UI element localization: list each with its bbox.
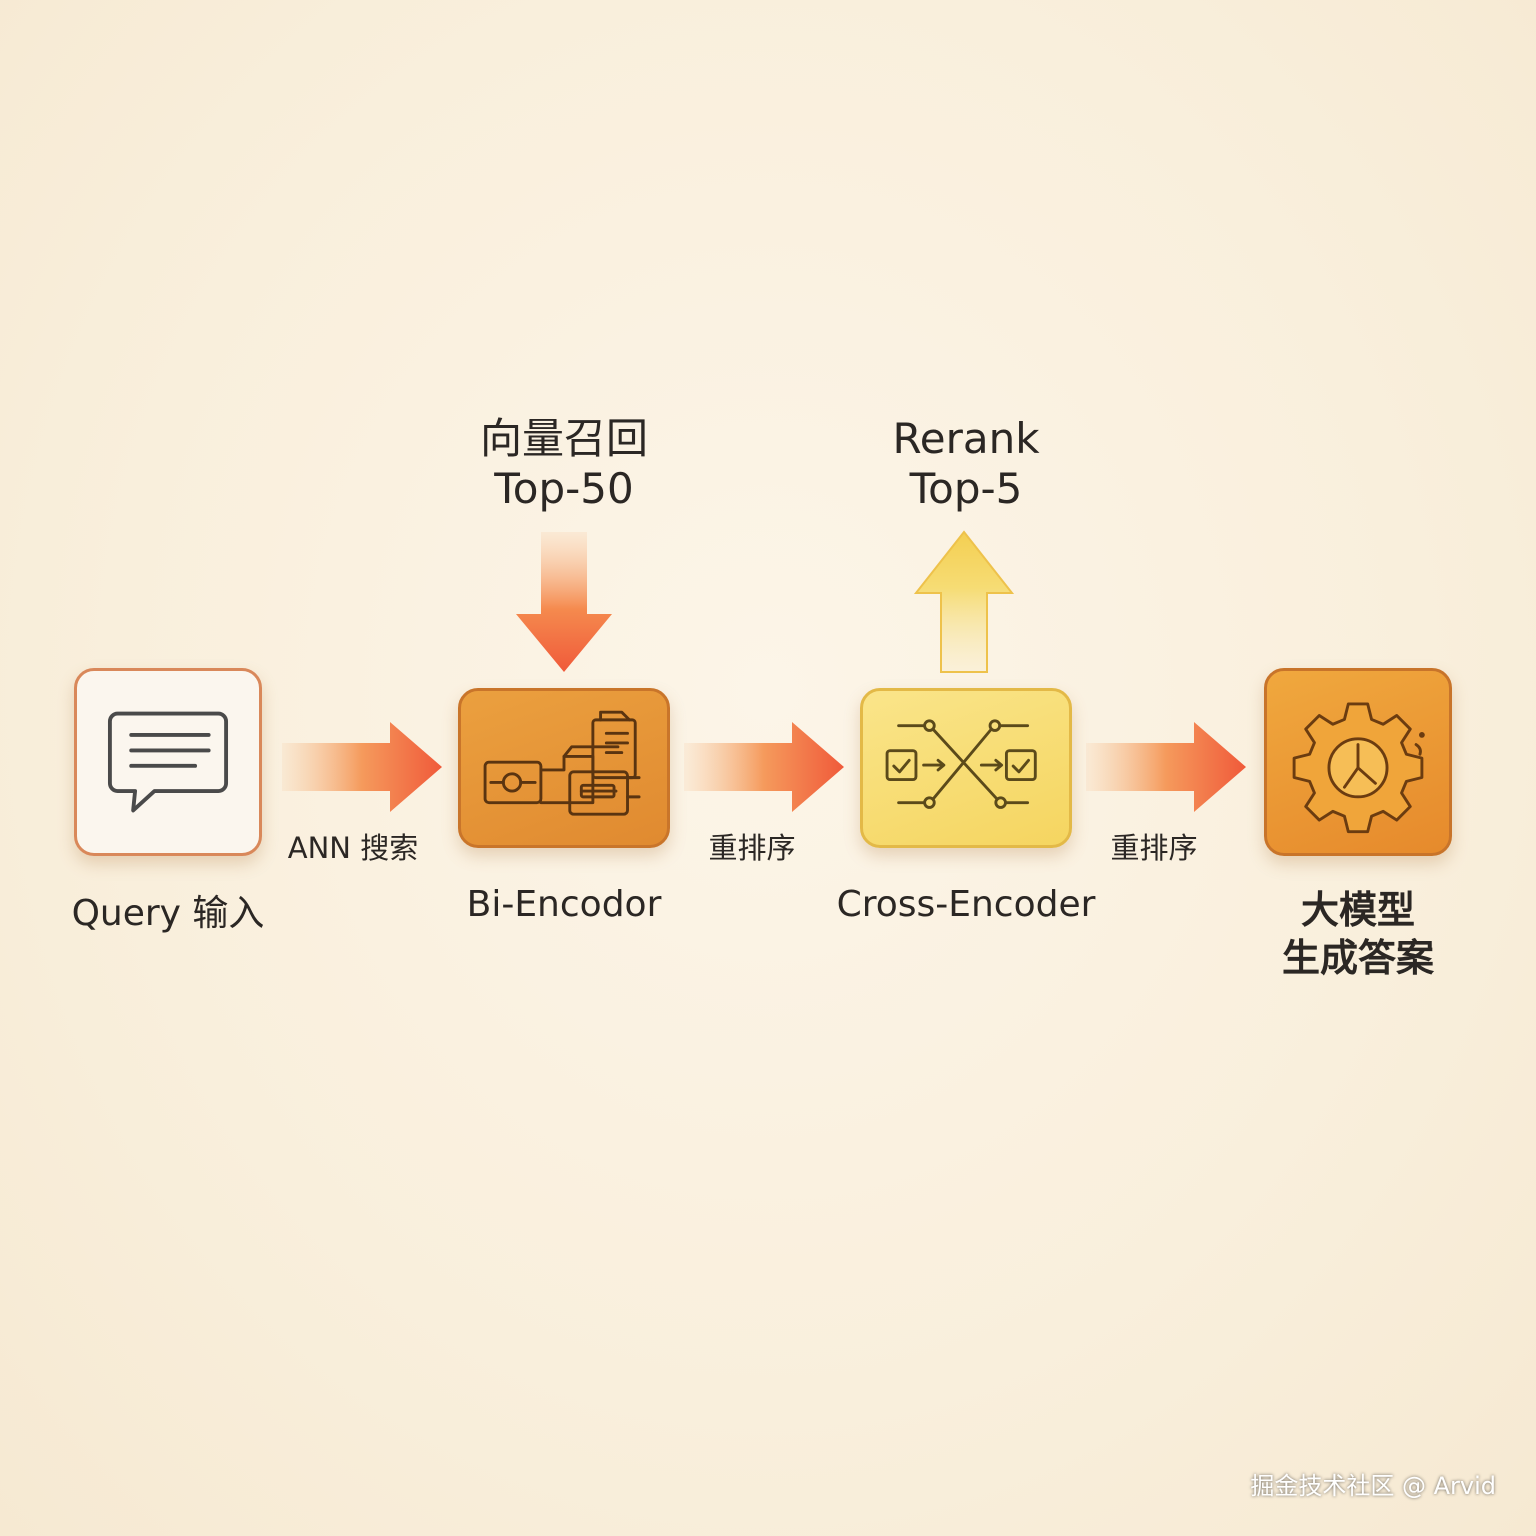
chat-bubble-icon [107,711,229,813]
llm-node [1264,668,1452,856]
arrow-cross-to-llm [1086,722,1246,812]
edge-label-ann-search: ANN 搜索 [287,831,419,865]
gear-icon [1292,702,1425,834]
arrow-down-into-bi [516,532,612,672]
query-node [74,668,262,856]
bi-encoder-node [458,688,670,848]
recall-top50-annotation: 向量召回 Top-50 [479,414,648,513]
query-node-label: Query 输入 [71,893,265,934]
arrow-up-from-cross [913,530,1015,673]
cross-encoder-label: Cross-Encoder [836,884,1096,925]
cross-match-icon [885,719,1037,809]
watermark: 掘金技术社区 @ Arvid [1250,1472,1496,1500]
arrow-bi-to-cross [684,722,844,812]
edge-label-rerank-1: 重排序 [708,831,796,865]
bi-encoder-label: Bi-Encodor [466,884,662,925]
cross-encoder-node [860,688,1072,848]
llm-node-label: 大模型 生成答案 [1281,888,1434,980]
arrow-query-to-bi [282,722,442,812]
rerank-top5-annotation: Rerank Top-5 [892,414,1040,513]
document-vectors-icon [483,710,641,816]
edge-label-rerank-2: 重排序 [1110,831,1198,865]
